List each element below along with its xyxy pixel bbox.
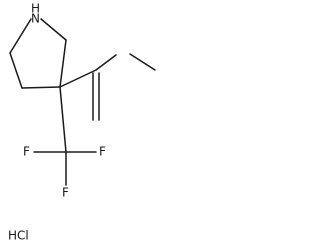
salt-label: HCl bbox=[8, 229, 29, 243]
atom-label-nh-h: H bbox=[31, 2, 40, 16]
atom-label-f-left: F bbox=[23, 145, 30, 159]
bond-c4-c5 bbox=[9, 52, 23, 89]
bond-carbonyl-o-single bbox=[95, 54, 117, 71]
bond-n-c2 bbox=[40, 18, 67, 41]
atom-label-f-right: F bbox=[99, 145, 106, 159]
bond-c3-cf3 bbox=[59, 86, 67, 153]
structure-diagram: H N F F F HCl bbox=[8, 2, 156, 243]
bond-c3-carbonyl bbox=[59, 69, 97, 88]
atom-label-f-mid: F bbox=[62, 186, 69, 200]
bond-o-methyl bbox=[129, 53, 156, 71]
atom-label-nh-n: N bbox=[31, 12, 40, 26]
bond-c2-c3 bbox=[59, 39, 67, 88]
bond-c3-c4 bbox=[21, 86, 61, 89]
bond-n-c5 bbox=[9, 18, 32, 54]
